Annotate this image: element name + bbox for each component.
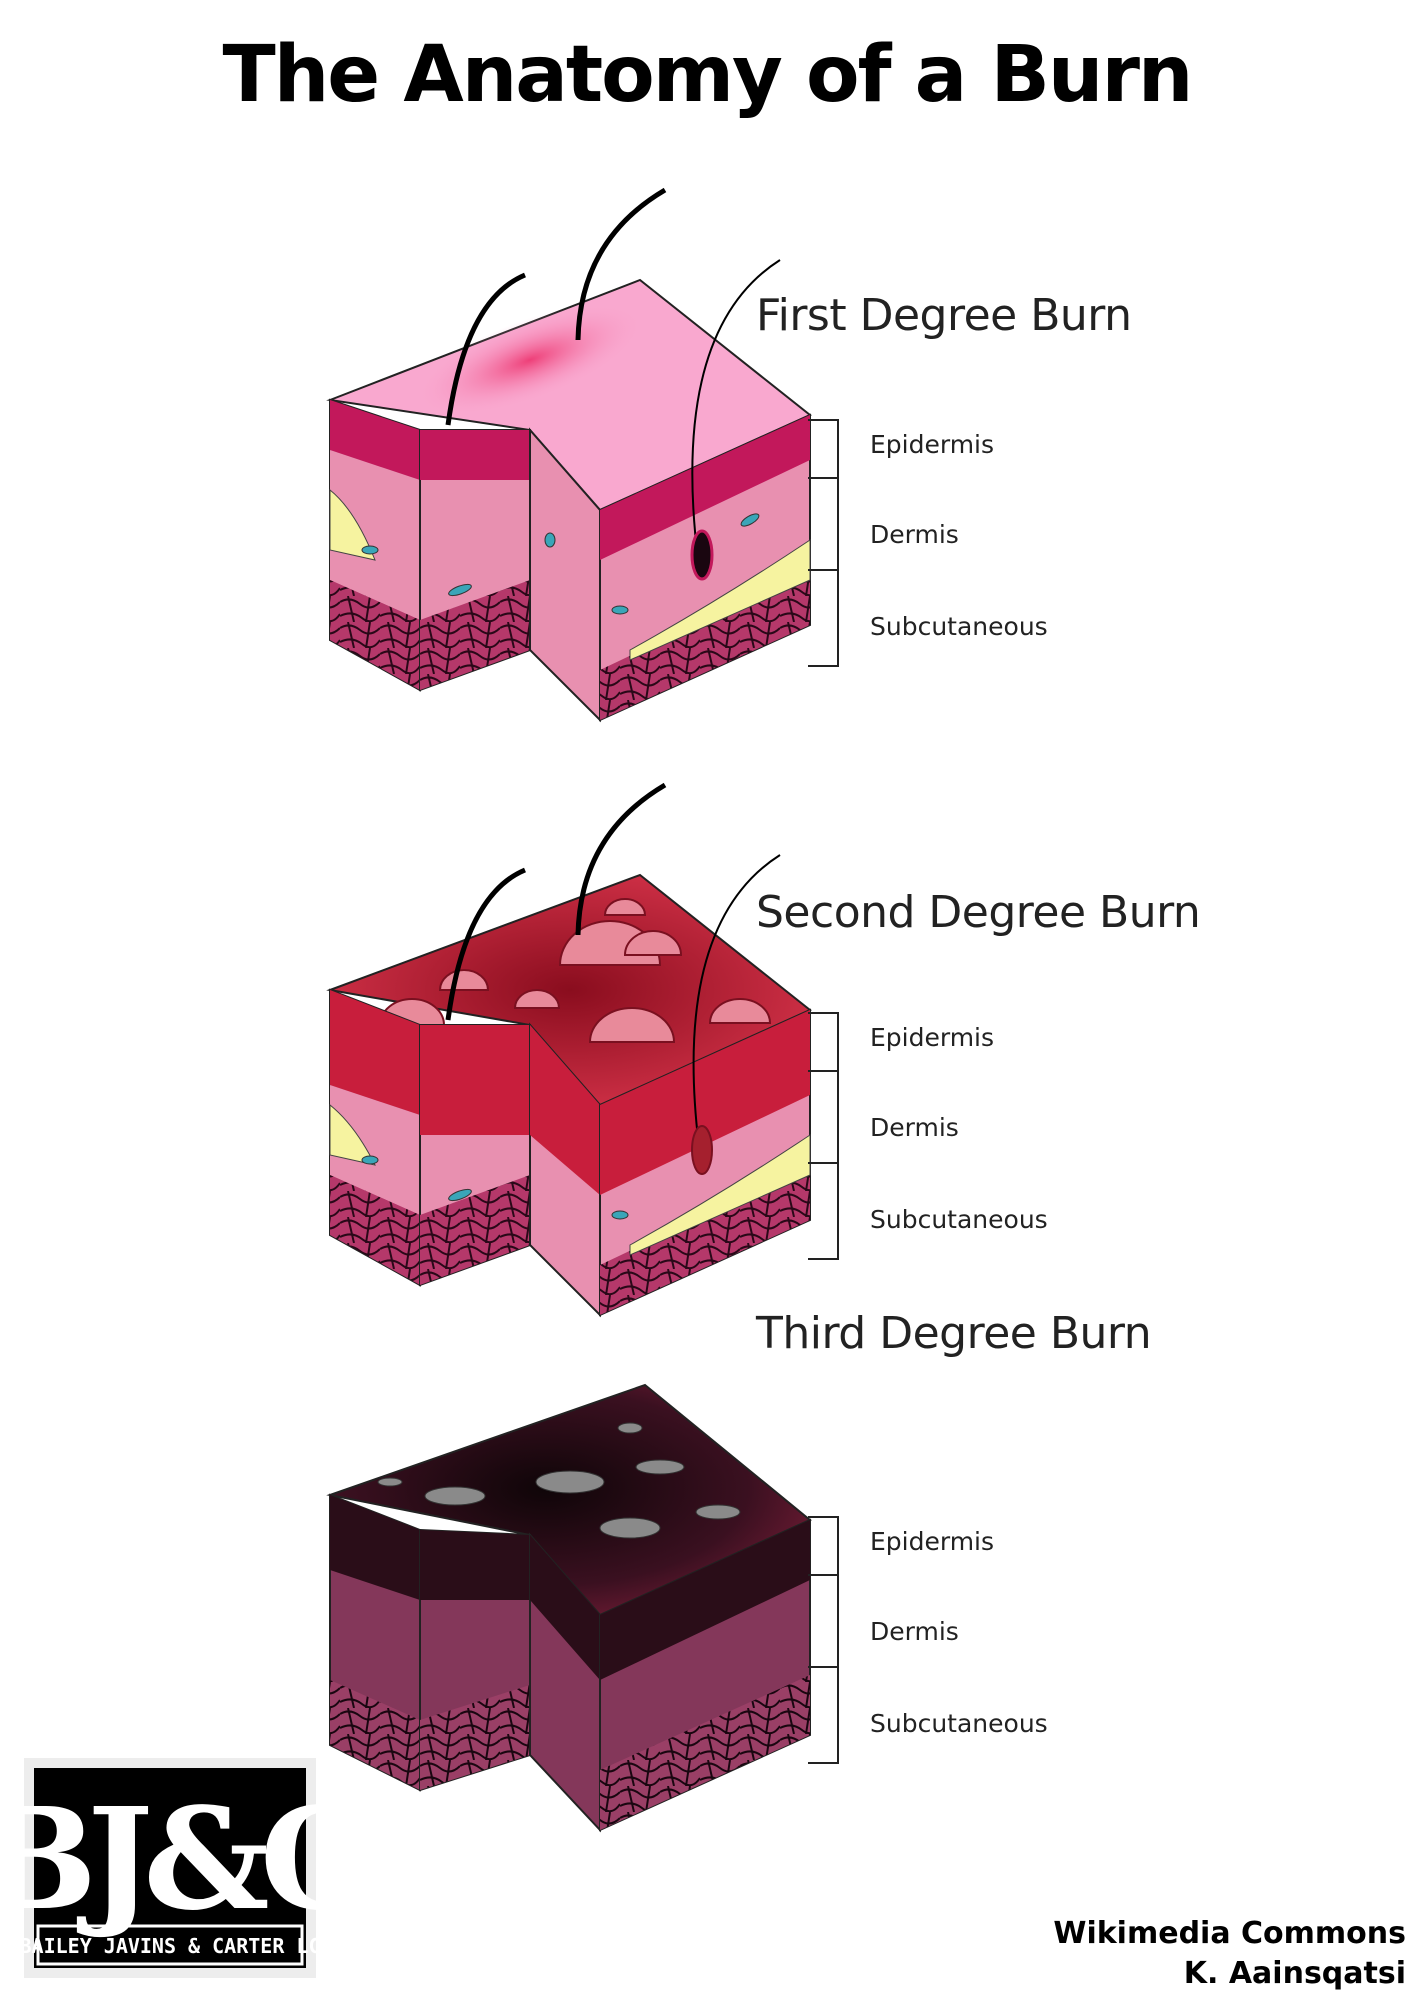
subcutaneous-label: Subcutaneous [870, 1205, 1048, 1234]
page-title: The Anatomy of a Burn [222, 30, 1194, 120]
first-degree-skin-diagram [326, 187, 812, 723]
third-degree-skin-diagram [326, 1383, 812, 1833]
second-degree-panel: Second Degree Burn Epidermis Dermis Subc… [0, 775, 1414, 1335]
subcutaneous-label: Subcutaneous [870, 1709, 1048, 1738]
first-degree-panel: First Degree Burn Epidermis Dermis Subcu… [0, 180, 1414, 740]
dermis-label: Dermis [870, 520, 959, 549]
credit-source: Wikimedia Commons [1053, 1916, 1406, 1951]
charred-patches [377, 1422, 741, 1539]
credit-author: K. Aainsqatsi [1183, 1956, 1406, 1991]
burn-heading: Third Degree Burn [756, 1308, 1152, 1359]
dermis-label: Dermis [870, 1113, 959, 1142]
svg-text:BAILEY JAVINS & CARTER LC: BAILEY JAVINS & CARTER LC [24, 1934, 316, 1958]
subcutaneous-label: Subcutaneous [870, 612, 1048, 641]
image-credit: Wikimedia Commons K. Aainsqatsi [1053, 1914, 1406, 1994]
dermis-label: Dermis [870, 1617, 959, 1646]
layer-bracket [808, 1012, 839, 1260]
svg-text:BJ&C: BJ&C [24, 1778, 316, 1942]
burn-heading: First Degree Burn [756, 290, 1132, 341]
second-degree-skin-diagram [326, 782, 812, 1318]
epidermis-label: Epidermis [870, 1527, 995, 1556]
firm-logo: BJ&C BAILEY JAVINS & CARTER LC [0, 1758, 375, 1978]
burn-heading: Second Degree Burn [756, 887, 1201, 938]
layer-bracket [808, 419, 839, 667]
epidermis-label: Epidermis [870, 1023, 995, 1052]
third-degree-panel: Third Degree Burn Epidermis Dermis Subcu… [0, 1308, 1414, 1930]
layer-bracket [808, 1516, 839, 1764]
epidermis-label: Epidermis [870, 430, 995, 459]
logo-emblem: BJ&C BAILEY JAVINS & CARTER LC [0, 1768, 375, 1968]
